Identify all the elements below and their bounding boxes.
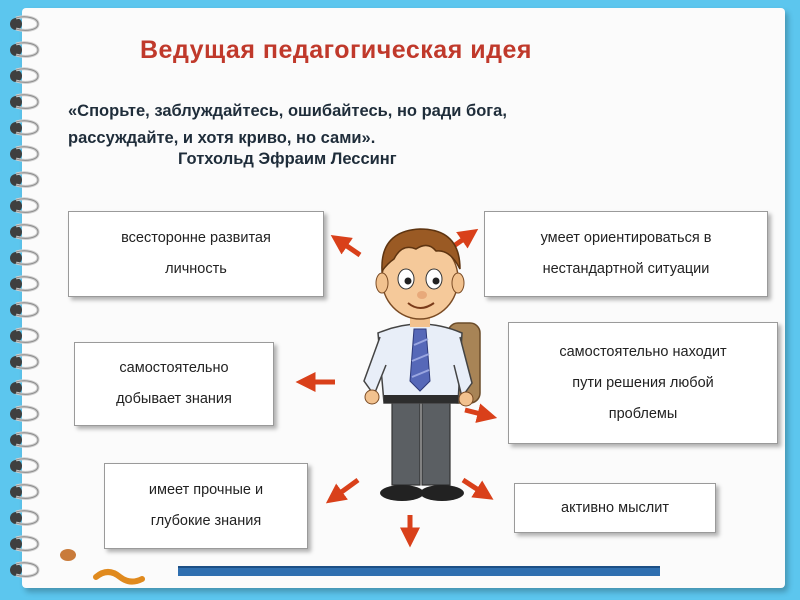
spiral-ring-icon <box>8 353 40 370</box>
quality-text: самостоятельно находит <box>559 343 727 360</box>
quality-box-3: самостоятельно добывает знания <box>74 342 274 426</box>
spiral-ring-icon <box>8 301 40 318</box>
quality-box-2: умеет ориентироваться в нестандартной си… <box>484 211 768 297</box>
spiral-ring-icon <box>8 171 40 188</box>
quote-author: Готхольд Эфраим Лессинг <box>178 150 397 168</box>
spiral-ring-icon <box>8 457 40 474</box>
quality-text: глубокие знания <box>150 513 262 529</box>
decorative-doodle <box>60 549 145 585</box>
spiral-ring-icon <box>8 197 40 214</box>
quote-line-2: рассуждайте, и хотя криво, но сами». <box>68 129 376 147</box>
spiral-ring-icon <box>8 431 40 448</box>
quality-text: проблемы <box>608 405 678 422</box>
spiral-ring-icon <box>8 41 40 58</box>
quality-box-5: имеет прочные и глубокие знания <box>104 463 308 549</box>
student-boy-illustration <box>363 228 481 501</box>
spiral-ring-icon <box>8 145 40 162</box>
spiral-ring-icon <box>8 67 40 84</box>
spiral-ring-icon <box>8 561 40 578</box>
spiral-ring-icon <box>8 275 40 292</box>
spiral-ring-icon <box>8 93 40 110</box>
spiral-ring-icon <box>8 15 40 32</box>
quote-line-1: «Спорьте, заблуждайтесь, ошибайтесь, но … <box>68 102 507 120</box>
spiral-ring-icon <box>8 119 40 136</box>
spiral-ring-icon <box>8 379 40 396</box>
quality-box-1: всесторонне развитая личность <box>68 211 324 297</box>
quality-box-4: самостоятельно находит пути решения любо… <box>508 322 778 444</box>
spiral-rings <box>8 15 40 578</box>
quality-text: имеет прочные и <box>148 482 264 498</box>
quality-box-6: активно мыслит <box>514 483 716 533</box>
spiral-ring-icon <box>8 535 40 552</box>
quality-text: нестандартной ситуации <box>542 261 710 277</box>
bottom-bar <box>178 566 660 576</box>
spiral-ring-icon <box>8 327 40 344</box>
quality-text: самостоятельно <box>119 360 229 376</box>
page-title: Ведущая педагогическая идея <box>140 36 532 64</box>
quality-text: активно мыслит <box>561 499 669 516</box>
quality-text: умеет ориентироваться в <box>540 230 712 246</box>
spiral-ring-icon <box>8 249 40 266</box>
quality-text: личность <box>165 261 227 277</box>
quality-text: добывает знания <box>116 391 232 407</box>
spiral-ring-icon <box>8 509 40 526</box>
spiral-ring-icon <box>8 405 40 422</box>
quality-text: всесторонне развитая <box>121 230 271 246</box>
quote: «Спорьте, заблуждайтесь, ошибайтесь, но … <box>68 98 728 152</box>
spiral-ring-icon <box>8 483 40 500</box>
spiral-ring-icon <box>8 223 40 240</box>
quality-text: пути решения любой <box>572 374 714 391</box>
